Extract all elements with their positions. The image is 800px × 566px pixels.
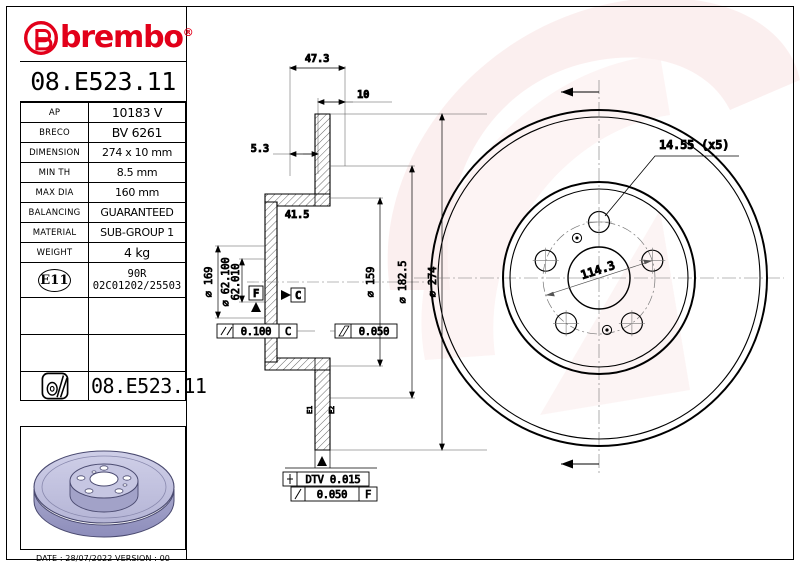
svg-text:C: C xyxy=(285,326,291,338)
brake-disc-3d-render xyxy=(33,450,175,538)
spec-value: 8.5 mm xyxy=(88,162,186,183)
table-row: DIMENSION 274 x 10 mm xyxy=(20,142,186,163)
empty-cell xyxy=(20,297,89,335)
svg-text:⌀ 169: ⌀ 169 xyxy=(203,267,215,298)
spec-value: 4 kg xyxy=(88,242,186,263)
svg-text:E2: E2 xyxy=(328,406,336,414)
svg-text:E1: E1 xyxy=(306,406,314,414)
part-number-header: 08.E523.11 xyxy=(20,62,186,102)
table-row: MIN TH 8.5 mm xyxy=(20,162,186,183)
svg-text:47.3: 47.3 xyxy=(305,53,330,65)
table-row: MAX DIA 160 mm xyxy=(20,182,186,203)
svg-text:0.050: 0.050 xyxy=(317,489,348,501)
spec-table: AP 10183 V BRECO BV 6261 DIMENSION 274 x… xyxy=(20,102,207,401)
brake-disc-icon-cell xyxy=(20,371,89,401)
sheet-border xyxy=(6,6,794,560)
svg-text:⌀ 62.100: ⌀ 62.100 xyxy=(220,258,232,307)
footer-part-row: 08.E523.11 xyxy=(20,371,207,401)
svg-text:62.010: 62.010 xyxy=(230,264,242,301)
spec-label: DIMENSION xyxy=(20,142,89,163)
empty-row xyxy=(20,334,186,372)
part-number-value: 08.E523.11 xyxy=(30,67,176,96)
spec-label: BALANCING xyxy=(20,202,89,223)
technical-drawing: 47.3 10 5.3 xyxy=(187,6,794,560)
spec-value: BV 6261 xyxy=(88,122,186,143)
spec-label: AP xyxy=(20,102,89,123)
svg-text:⌀ 274: ⌀ 274 xyxy=(427,267,439,298)
info-panel: brembo® 08.E523.11 AP 10183 V BRECO BV 6… xyxy=(6,6,207,563)
svg-text:C: C xyxy=(295,290,301,302)
table-row: BRECO BV 6261 xyxy=(20,122,186,143)
spec-label: BRECO xyxy=(20,122,89,143)
spec-label: WEIGHT xyxy=(20,242,89,263)
table-row: WEIGHT 4 kg xyxy=(20,242,186,263)
svg-text:⌀ 159: ⌀ 159 xyxy=(365,267,377,298)
spec-value: 274 x 10 mm xyxy=(88,142,186,163)
empty-cell xyxy=(88,297,186,335)
svg-text:⌀ 182.5: ⌀ 182.5 xyxy=(397,261,409,304)
date-version-line: DATE : 28/07/2022 VERSION : 00 xyxy=(35,554,170,563)
registered-mark: ® xyxy=(182,25,194,39)
homologation-mark-cell: E11 xyxy=(20,262,89,298)
spec-label: MIN TH xyxy=(20,162,89,183)
disc-render xyxy=(20,426,186,550)
svg-text:14.55 (x5): 14.55 (x5) xyxy=(659,138,729,152)
svg-text:F: F xyxy=(365,489,371,501)
svg-text:41.5: 41.5 xyxy=(285,209,310,221)
table-row: MATERIAL SUB-GROUP 1 xyxy=(20,222,186,243)
spec-value: SUB-GROUP 1 xyxy=(88,222,186,243)
footer-part-number: 08.E523.11 xyxy=(88,371,207,401)
e11-mark: E11 xyxy=(38,268,71,292)
table-row: BALANCING GUARANTEED xyxy=(20,202,186,223)
spec-value: GUARANTEED xyxy=(88,202,186,223)
brand-name: brembo® xyxy=(60,19,194,55)
homologation-line2: 02C01202/25503 xyxy=(92,280,182,292)
svg-text:5.3: 5.3 xyxy=(251,143,269,155)
spec-value: 10183 V xyxy=(88,102,186,123)
empty-row xyxy=(20,297,186,335)
svg-text:0.100: 0.100 xyxy=(241,326,272,338)
homologation-row: E11 90R 02C01202/25503 xyxy=(20,262,186,298)
table-row: AP 10183 V xyxy=(20,102,186,123)
empty-cell xyxy=(88,334,186,372)
svg-text:0.050: 0.050 xyxy=(359,326,390,338)
brake-disc-icon xyxy=(41,372,68,400)
homologation-line1: 90R xyxy=(127,267,147,280)
spec-label: MATERIAL xyxy=(20,222,89,243)
brand-logo: brembo® xyxy=(20,14,194,62)
spec-label: MAX DIA xyxy=(20,182,89,203)
svg-text:10: 10 xyxy=(357,89,369,101)
empty-cell xyxy=(20,334,89,372)
svg-text:F: F xyxy=(253,288,259,300)
svg-text:DTV 0.015: DTV 0.015 xyxy=(305,474,360,486)
spec-value: 160 mm xyxy=(88,182,186,203)
brembo-logo-icon xyxy=(24,20,58,55)
homologation-code-cell: 90R 02C01202/25503 xyxy=(88,262,186,298)
